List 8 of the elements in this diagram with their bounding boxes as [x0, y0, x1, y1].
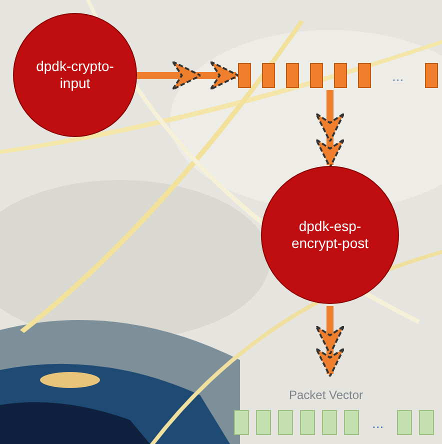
vector-heading: Packet Vector: [289, 388, 364, 402]
chevron-arrow: [137, 62, 238, 90]
node-label: dpdk-esp-encrypt-post: [290, 218, 370, 252]
ellipsis: ...: [392, 68, 404, 84]
ellipsis: ...: [372, 414, 384, 430]
chevron-arrow: [316, 306, 344, 376]
chevron-arrow: [316, 90, 344, 166]
node-label: dpdk-crypto-input: [35, 58, 115, 92]
